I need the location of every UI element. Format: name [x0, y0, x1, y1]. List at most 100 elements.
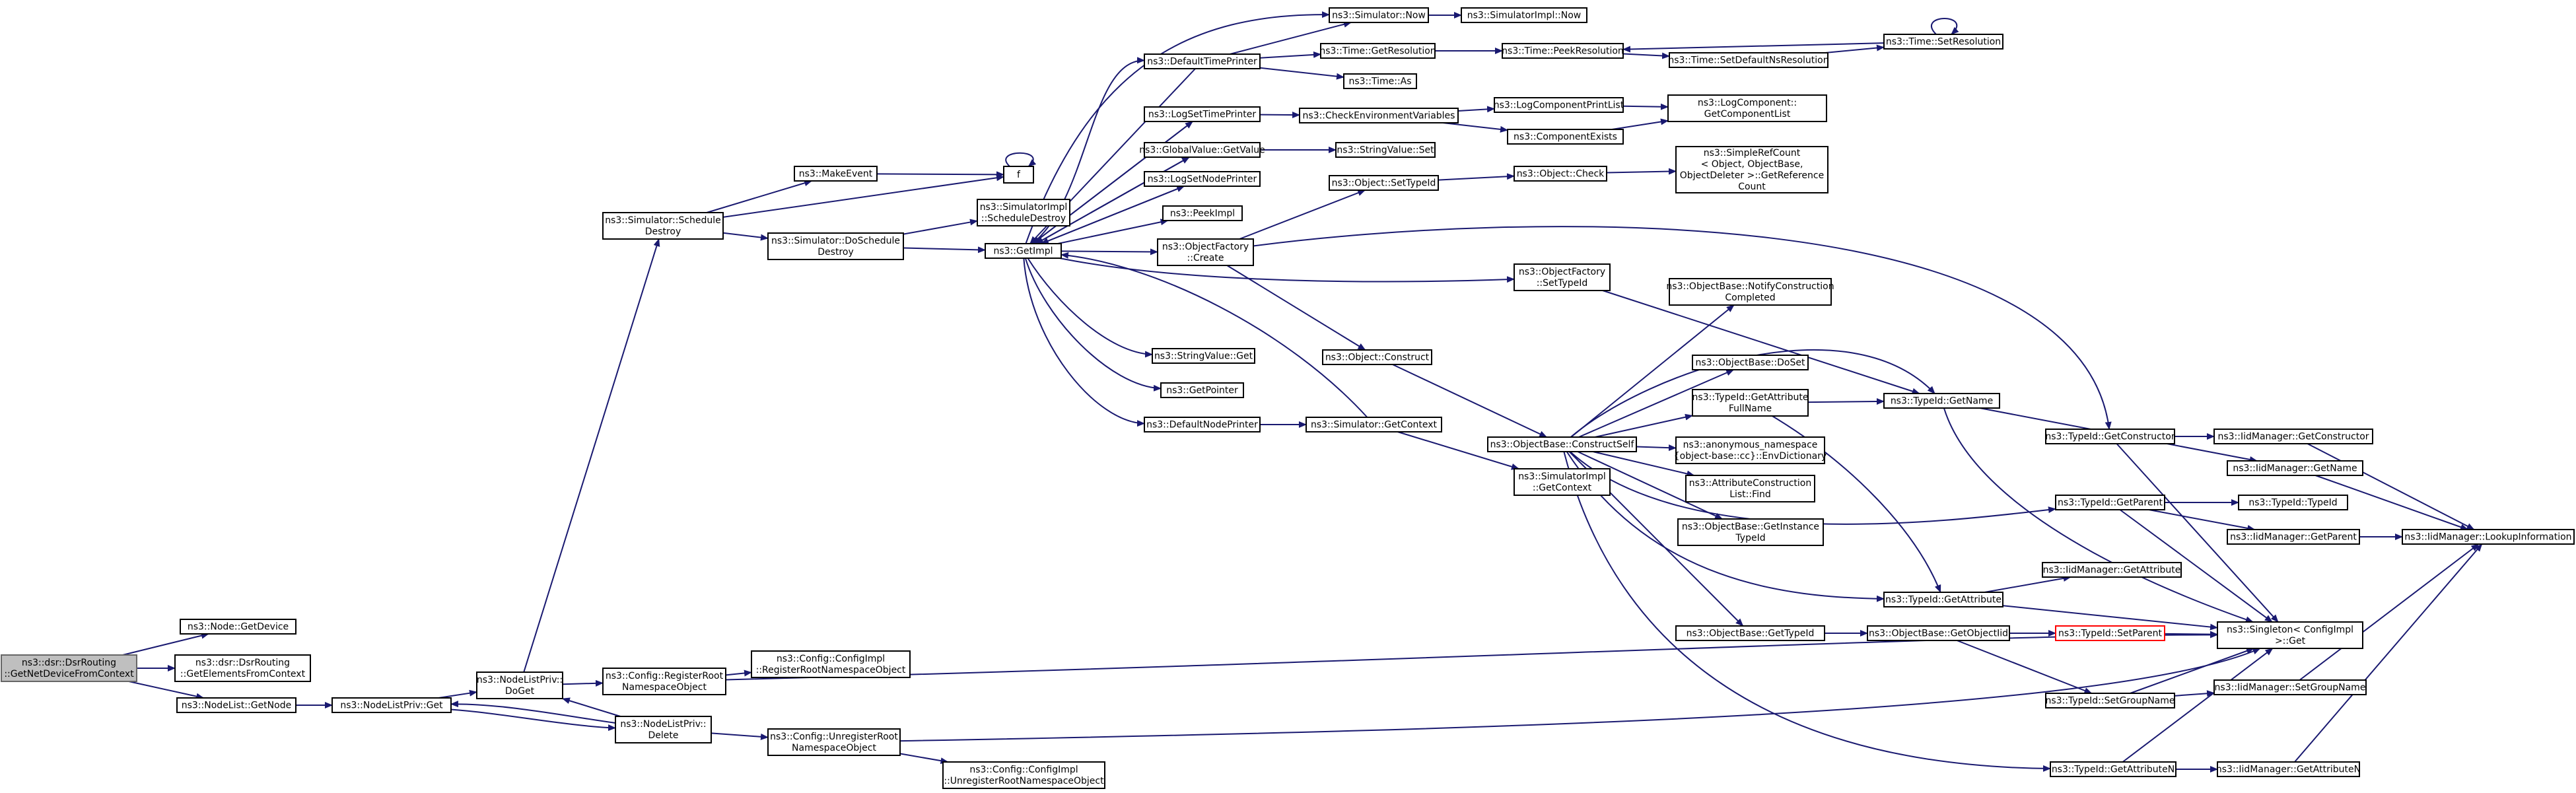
- node-box: [1152, 348, 1255, 364]
- node-simimpl_schedule[interactable]: ns3::SimulatorImpl::ScheduleDestroy: [977, 199, 1070, 226]
- node-of_create[interactable]: ns3::ObjectFactory::Create: [1157, 238, 1254, 266]
- node-checkenv[interactable]: ns3::CheckEnvironmentVariables: [1299, 108, 1459, 123]
- node-cfg_register[interactable]: ns3::Config::RegisterRootNamespaceObject: [602, 668, 726, 695]
- node-sv_set[interactable]: ns3::StringValue::Set: [1335, 142, 1436, 158]
- node-simimpl_getcontext[interactable]: ns3::SimulatorImpl::GetContext: [1514, 468, 1611, 496]
- node-tid_getparent[interactable]: ns3::TypeId::GetParent: [2055, 495, 2165, 510]
- node-box: [1144, 106, 1261, 122]
- node-label: ns3::AttributeConstruction: [1689, 478, 1811, 489]
- node-of_settypeid[interactable]: ns3::ObjectFactory::SetTypeId: [1514, 263, 1611, 291]
- node-time_setdefault[interactable]: ns3::Time::SetDefaultNsResolution: [1668, 52, 1829, 68]
- node-ob_gettypeid[interactable]: ns3::ObjectBase::GetTypeId: [1675, 625, 1825, 641]
- node-getelements[interactable]: ns3::dsr::DsrRouting::GetElementsFromCon…: [174, 654, 311, 682]
- node-nlp_delete[interactable]: ns3::NodeListPriv::Delete: [615, 716, 712, 743]
- edge-tid_getattr-to-iid_getattr: [1984, 574, 2071, 593]
- edge-of_create-to-obj_construct: [1226, 265, 1366, 351]
- node-box: [1883, 34, 2003, 50]
- edge-tid_setgroupname-to-singleton_get: [2130, 648, 2254, 694]
- node-iid_lookup[interactable]: ns3::IidManager::LookupInformation: [2402, 529, 2575, 545]
- node-box: [1677, 518, 1824, 546]
- node-logcomp_getlist[interactable]: ns3::LogComponent::GetComponentList: [1667, 94, 1827, 122]
- node-compexists[interactable]: ns3::ComponentExists: [1507, 129, 1624, 145]
- edge-ob_constructself-to-ob_doset: [1578, 369, 1735, 438]
- node-ob_doset[interactable]: ns3::ObjectBase::DoSet: [1692, 355, 1809, 370]
- node-sim_schedule_destroy[interactable]: ns3::Simulator::ScheduleDestroy: [602, 212, 724, 240]
- node-label: ns3::StringValue::Get: [1154, 351, 1253, 362]
- node-label: ns3::IidManager::GetAttributeN: [2216, 765, 2361, 775]
- node-tid_setgroupname[interactable]: ns3::TypeId::SetGroupName: [2045, 693, 2175, 708]
- node-cfgimpl_register[interactable]: ns3::Config::ConfigImpl::RegisterRootNam…: [751, 650, 911, 678]
- node-nlp_doget[interactable]: ns3::NodeListPriv::DoGet: [476, 672, 563, 699]
- node-logsetnodeprinter[interactable]: ns3::LogSetNodePrinter: [1144, 171, 1261, 187]
- node-iid_getattrn[interactable]: ns3::IidManager::GetAttributeN: [2216, 761, 2361, 777]
- node-time_as[interactable]: ns3::Time::As: [1343, 73, 1417, 89]
- node-makeevent[interactable]: ns3::MakeEvent: [794, 166, 878, 182]
- node-logsettimeprinter[interactable]: ns3::LogSetTimePrinter: [1144, 106, 1261, 122]
- node-simimpl_now[interactable]: ns3::SimulatorImpl::Now: [1461, 7, 1587, 23]
- edge-getimpl-to-of_settypeid: [1059, 258, 1515, 283]
- node-label: ns3::Time::PeekResolution: [1502, 46, 1624, 57]
- node-label: ns3::TypeId::TypeId: [2248, 498, 2337, 508]
- node-iid_getname[interactable]: ns3::IidManager::GetName: [2227, 460, 2363, 476]
- node-cfg_unregister[interactable]: ns3::Config::UnregisterRootNamespaceObje…: [767, 728, 901, 756]
- node-getimpl[interactable]: ns3::GetImpl: [985, 243, 1062, 259]
- node-label: ns3::Node::GetDevice: [188, 622, 289, 633]
- node-label: ns3::IidManager::GetName: [2233, 464, 2357, 474]
- node-box: [2217, 621, 2363, 649]
- node-box: [977, 199, 1070, 226]
- node-label: TypeId: [1735, 533, 1765, 543]
- node-ob_constructself[interactable]: ns3::ObjectBase::ConstructSelf: [1487, 436, 1637, 452]
- node-ob_getobjectiid[interactable]: ns3::ObjectBase::GetObjectIid: [1867, 625, 2010, 641]
- node-getpointer[interactable]: ns3::GetPointer: [1160, 382, 1244, 398]
- node-defaulttimeprinter[interactable]: ns3::DefaultTimePrinter: [1144, 53, 1261, 69]
- node-tid_getname[interactable]: ns3::TypeId::GetName: [1883, 393, 2000, 409]
- node-label: ns3::NodeListPriv::Get: [340, 701, 443, 711]
- node-iid_setgroupname[interactable]: ns3::IidManager::SetGroupName: [2213, 679, 2367, 695]
- node-tid_setparent[interactable]: ns3::TypeId::SetParent: [2055, 625, 2165, 641]
- node-iid_getparent[interactable]: ns3::IidManager::GetParent: [2227, 529, 2360, 545]
- node-time_peekres[interactable]: ns3::Time::PeekResolution: [1502, 43, 1624, 59]
- node-nodelist_getnode[interactable]: ns3::NodeList::GetNode: [176, 697, 296, 713]
- node-tid_typeid[interactable]: ns3::TypeId::TypeId: [2238, 495, 2348, 510]
- node-label: ns3::Time::As: [1348, 77, 1411, 87]
- node-singleton_get[interactable]: ns3::Singleton< ConfigImpl >::Get: [2217, 621, 2363, 649]
- node-time_setres[interactable]: ns3::Time::SetResolution: [1883, 34, 2003, 50]
- node-defaultnodeprinter[interactable]: ns3::DefaultNodePrinter: [1144, 417, 1261, 432]
- edge-logcompprint-to-logcomp_getlist: [1622, 103, 1669, 110]
- node-box: [767, 728, 901, 756]
- node-simplerefcount[interactable]: ns3::SimpleRefCount< Object, ObjectBase,…: [1675, 146, 1828, 193]
- node-box: [1157, 238, 1254, 266]
- node-f[interactable]: f: [1003, 166, 1034, 184]
- node-sim_getcontext[interactable]: ns3::Simulator::GetContext: [1305, 417, 1442, 432]
- node-node_getdevice[interactable]: ns3::Node::GetDevice: [180, 619, 296, 635]
- node-label: ::GetContext: [1533, 483, 1592, 493]
- node-obj_construct[interactable]: ns3::Object::Construct: [1322, 349, 1432, 365]
- node-root[interactable]: ns3::dsr::DsrRouting::GetNetDeviceFromCo…: [1, 654, 137, 682]
- node-iid_getattr[interactable]: ns3::IidManager::GetAttribute: [2042, 562, 2182, 578]
- node-obj_check[interactable]: ns3::Object::Check: [1514, 166, 1607, 182]
- node-sim_now[interactable]: ns3::Simulator::Now: [1329, 7, 1429, 23]
- node-obj_settypeid[interactable]: ns3::Object::SetTypeId: [1329, 175, 1439, 191]
- edge-obj_check-to-simplerefcount: [1606, 168, 1677, 175]
- node-tid_getconstructor[interactable]: ns3::TypeId::GetConstructor: [2045, 429, 2175, 444]
- edge-iid_getattrn-to-iid_lookup: [2294, 543, 2483, 763]
- node-tid_getattrn[interactable]: ns3::TypeId::GetAttributeN: [2050, 761, 2176, 777]
- node-nlp_get[interactable]: ns3::NodeListPriv::Get: [331, 697, 452, 713]
- node-box: [602, 212, 724, 240]
- node-sv_get[interactable]: ns3::StringValue::Get: [1152, 348, 1255, 364]
- node-anon_envdict[interactable]: ns3::anonymous_namespace{object-base::cc…: [1674, 436, 1827, 464]
- node-ob_notify[interactable]: ns3::ObjectBase::NotifyConstructionCompl…: [1666, 278, 1834, 306]
- node-logcompprint[interactable]: ns3::LogComponentPrintList: [1494, 97, 1624, 113]
- node-gv_getvalue[interactable]: ns3::GlobalValue::GetValue: [1139, 142, 1265, 158]
- node-cfgimpl_unregister[interactable]: ns3::Config::ConfigImpl::UnregisterRootN…: [942, 761, 1105, 789]
- edge-sim_schedule_destroy-to-sim_doschedule: [722, 232, 769, 241]
- node-peekimpl[interactable]: ns3::PeekImpl: [1162, 205, 1243, 221]
- node-iid_getconstructor[interactable]: ns3::IidManager::GetConstructor: [2213, 429, 2373, 444]
- node-label: ns3::SimpleRefCount: [1704, 148, 1801, 158]
- node-tid_getattr[interactable]: ns3::TypeId::GetAttribute: [1883, 592, 2003, 607]
- node-time_getres[interactable]: ns3::Time::GetResolution: [1319, 43, 1436, 59]
